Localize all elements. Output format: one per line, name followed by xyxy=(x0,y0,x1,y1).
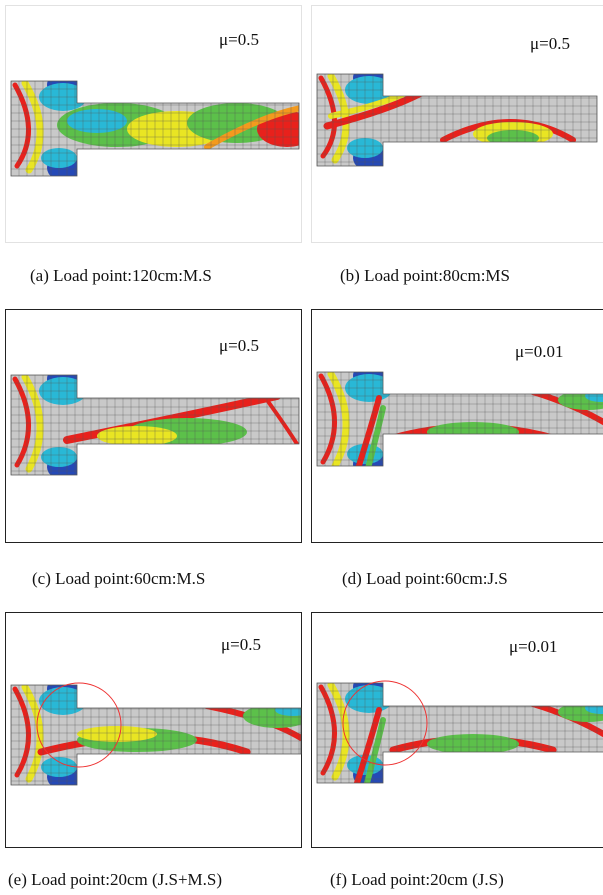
figure-panel-f: μ=0.01 xyxy=(311,612,603,848)
fem-contour-plot xyxy=(10,374,300,476)
caption-d: (d) Load point:60cm:J.S xyxy=(342,569,508,588)
caption-a: (a) Load point:120cm:M.S xyxy=(30,266,212,285)
friction-coefficient-label: μ=0.5 xyxy=(530,34,570,53)
fem-contour-plot xyxy=(316,73,598,167)
figure-panel-b: μ=0.5 xyxy=(311,5,603,243)
fem-contour-plot xyxy=(10,80,300,177)
figure-panel-d: μ=0.01 xyxy=(311,309,603,543)
fem-contour-plot xyxy=(316,680,603,784)
figure-panel-a: μ=0.5 xyxy=(5,5,302,243)
friction-coefficient-label: μ=0.5 xyxy=(219,30,259,49)
friction-coefficient-label: μ=0.5 xyxy=(221,635,261,654)
fem-contour-plot xyxy=(316,371,603,467)
friction-coefficient-label: μ=0.5 xyxy=(219,336,259,355)
fem-contour-plot xyxy=(10,682,302,786)
caption-c: (c) Load point:60cm:M.S xyxy=(32,569,206,588)
figure-panel-e: μ=0.5 xyxy=(5,612,302,848)
friction-coefficient-label: μ=0.01 xyxy=(515,342,564,361)
figure-panel-c: μ=0.5 xyxy=(5,309,302,543)
caption-b: (b) Load point:80cm:MS xyxy=(340,266,510,285)
caption-e: (e) Load point:20cm (J.S+M.S) xyxy=(8,870,223,889)
friction-coefficient-label: μ=0.01 xyxy=(509,637,558,656)
caption-f: (f) Load point:20cm (J.S) xyxy=(330,870,504,889)
